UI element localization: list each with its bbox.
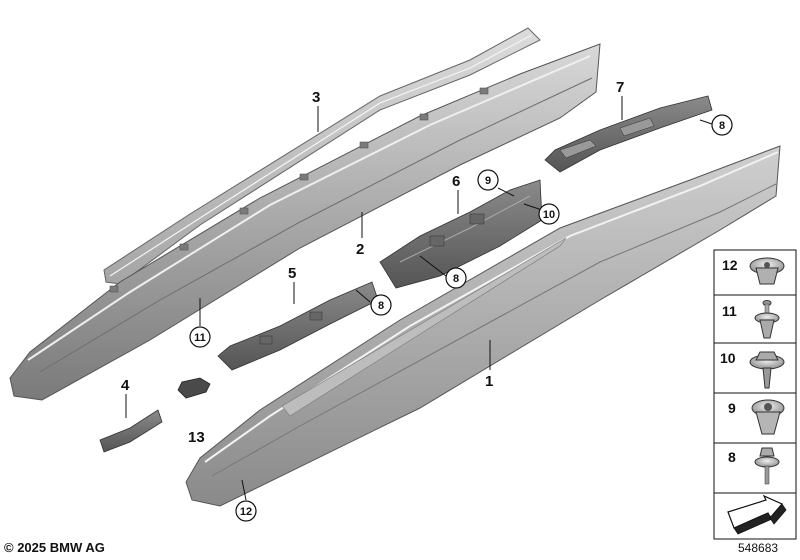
svg-text:11: 11 bbox=[722, 303, 737, 319]
cap-part-13 bbox=[177, 377, 211, 399]
legend-cell-8: 8 bbox=[713, 442, 797, 494]
bracket-part-4 bbox=[99, 409, 163, 453]
part-label-13: 13 bbox=[188, 429, 205, 446]
svg-text:8: 8 bbox=[719, 120, 725, 132]
svg-text:8: 8 bbox=[453, 273, 459, 285]
legend-cell-arrow-icon bbox=[713, 492, 797, 540]
circle-label-12: 12 bbox=[235, 500, 257, 522]
part-label-7: 7 bbox=[616, 79, 624, 96]
svg-text:9: 9 bbox=[485, 175, 491, 187]
bracket-part-7 bbox=[544, 95, 713, 173]
side-sill-part-1 bbox=[185, 145, 781, 507]
circle-label-8-lower: 8 bbox=[370, 294, 392, 316]
svg-text:12: 12 bbox=[240, 506, 252, 518]
part-label-1: 1 bbox=[485, 373, 493, 390]
svg-text:8: 8 bbox=[728, 449, 736, 465]
svg-text:11: 11 bbox=[194, 332, 206, 344]
bracket-part-6 bbox=[379, 179, 543, 289]
svg-text:10: 10 bbox=[720, 350, 736, 366]
legend-cell-12: 12 bbox=[713, 249, 797, 296]
leader-lines bbox=[125, 96, 713, 501]
circle-label-8-middle: 8 bbox=[445, 267, 467, 289]
copyright-text: © 2025 BMW AG bbox=[4, 540, 105, 555]
svg-text:12: 12 bbox=[722, 257, 738, 273]
circle-label-9: 9 bbox=[477, 169, 499, 191]
circle-label-11: 11 bbox=[189, 326, 211, 348]
part-label-5: 5 bbox=[288, 265, 296, 282]
svg-text:10: 10 bbox=[543, 209, 555, 221]
legend-cell-9: 9 bbox=[713, 392, 797, 444]
svg-text:9: 9 bbox=[728, 400, 736, 416]
bracket-part-5 bbox=[217, 281, 379, 371]
part-label-4: 4 bbox=[121, 377, 130, 394]
fastener-legend: 12 11 10 9 8 bbox=[713, 249, 797, 540]
document-number: 548683 bbox=[738, 541, 779, 555]
part-label-2: 2 bbox=[356, 241, 364, 258]
legend-cell-11: 11 bbox=[713, 294, 797, 344]
legend-cell-10: 10 bbox=[713, 342, 797, 394]
part-label-6: 6 bbox=[452, 173, 460, 190]
circle-label-8-upper: 8 bbox=[711, 114, 733, 136]
side-sill-part-2 bbox=[9, 43, 601, 401]
svg-text:8: 8 bbox=[378, 300, 384, 312]
part-label-3: 3 bbox=[312, 89, 320, 106]
circle-label-10: 10 bbox=[538, 203, 560, 225]
